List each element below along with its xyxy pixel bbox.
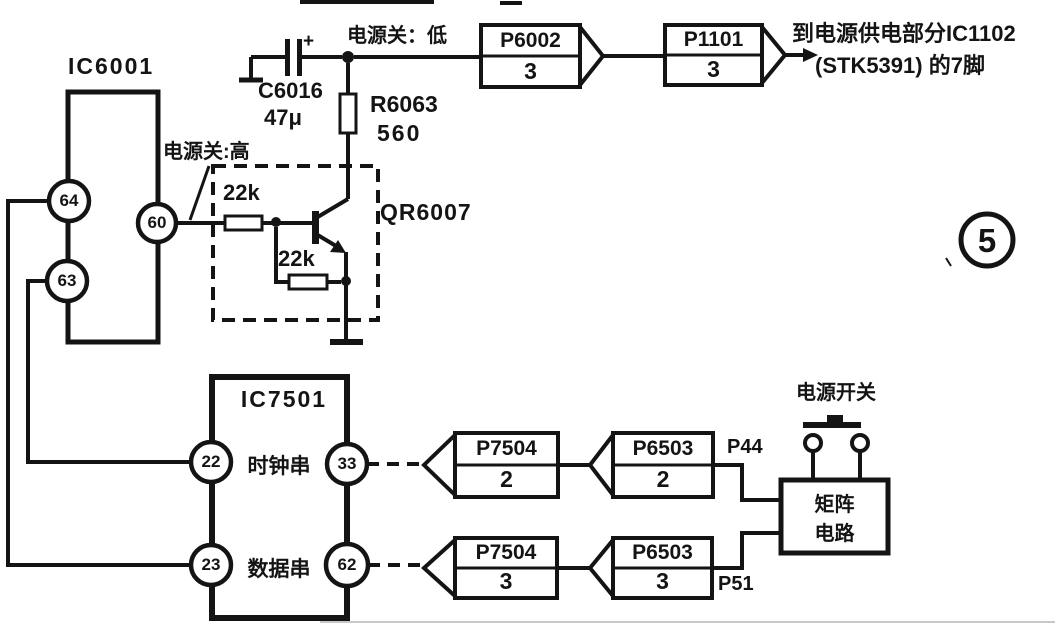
- transistor-symbol: [271, 133, 351, 342]
- c6016-value: 47μ: [264, 105, 302, 130]
- ic7501-pin62-number: 62: [337, 555, 357, 574]
- connector-p1101-pin: 3: [707, 56, 720, 82]
- connector-p1101-shape: [663, 23, 788, 87]
- feedback-resistor-value: 22k: [278, 246, 315, 271]
- power-off-low-note: 电源关：低: [347, 25, 447, 47]
- matrix-label-line2: 电路: [814, 523, 855, 545]
- feedback-resistor-22k: [274, 227, 341, 291]
- c6016-capacitor: [239, 39, 342, 83]
- connector-p6503-3-shape: [587, 536, 714, 600]
- c6016-polarity-mark: +: [303, 31, 315, 52]
- ic7501-box: [209, 374, 350, 621]
- destination-line2: (STK5391) 的7脚: [815, 53, 985, 78]
- connector-p1101-name: P1101: [683, 28, 744, 51]
- ic6001-pin-circles: [44, 178, 179, 304]
- matrix-label-line1: 矩阵: [814, 494, 855, 516]
- figure-number: 5: [977, 222, 997, 259]
- base-resistor-22k: [223, 214, 264, 232]
- ic7501-pin-circles: [188, 439, 371, 589]
- bus-wire-pin63-to-pin22: [26, 279, 191, 464]
- data-serial-label: 数据串: [247, 558, 311, 581]
- connector-p6503-3-name: P6503: [632, 541, 693, 564]
- ic7501-pin33-number: 33: [337, 454, 357, 473]
- matrix-box-shape: [778, 477, 891, 556]
- connector-p6503-3-pin: 3: [656, 568, 669, 594]
- base-resistor-value: 22k: [223, 180, 260, 205]
- ic6001-pin64-number: 64: [59, 191, 79, 210]
- ic7501-label: IC7501: [240, 386, 328, 412]
- ic6001-pin60-number: 60: [147, 213, 167, 232]
- connector-p7504-3-name: P7504: [475, 541, 537, 564]
- ic6001-label: IC6001: [68, 53, 155, 79]
- power-switch-symbol: [803, 415, 870, 480]
- ic6001-pin63-number: 63: [57, 271, 77, 290]
- ic7501-pin23-number: 23: [201, 555, 221, 574]
- bus-wire-pin64-to-pin23: [6, 199, 191, 567]
- connector-p6503-2-name: P6503: [632, 437, 694, 460]
- connector-p6002-name: P6002: [500, 29, 561, 52]
- connector-p6503-2-pin: 2: [656, 466, 670, 492]
- connector-p6503-2-shape: [587, 431, 715, 499]
- supply-node-wire: [342, 51, 481, 63]
- page-edge-marks: [300, 0, 1055, 623]
- r6063-value: 560: [377, 120, 422, 146]
- p44-wire: [713, 463, 781, 502]
- output-arrow: [785, 48, 818, 62]
- net-p44-label: P44: [727, 436, 763, 458]
- clock-serial-label: 时钟串: [247, 455, 311, 478]
- power-switch-label: 电源开关: [796, 382, 876, 404]
- figure-number-circle: [945, 211, 1016, 269]
- p51-wire: [712, 531, 781, 570]
- qr6007-label: QR6007: [380, 199, 472, 225]
- r6063-ref: R6063: [370, 91, 438, 117]
- label-pointer-slash: [188, 165, 211, 221]
- connector-p7504-2-name: P7504: [476, 437, 537, 460]
- connector-p7504-3-pin: 3: [499, 568, 513, 594]
- c6016-ref: C6016: [258, 78, 323, 103]
- destination-line1: 到电源供电部分IC1102: [792, 21, 1016, 46]
- qr6007-dashed-box: [211, 164, 380, 322]
- ic7501-pin22-number: 22: [201, 452, 221, 471]
- connector-p7504-2-shape: [421, 431, 560, 499]
- power-off-high-note: 电源关:高: [163, 141, 250, 163]
- net-p51-label: P51: [718, 573, 754, 595]
- connector-p6002-pin: 3: [524, 58, 537, 84]
- r6063-resistor: [338, 63, 358, 135]
- connector-p7504-2-pin: 2: [500, 466, 513, 492]
- connector-p6002-shape: [479, 23, 606, 89]
